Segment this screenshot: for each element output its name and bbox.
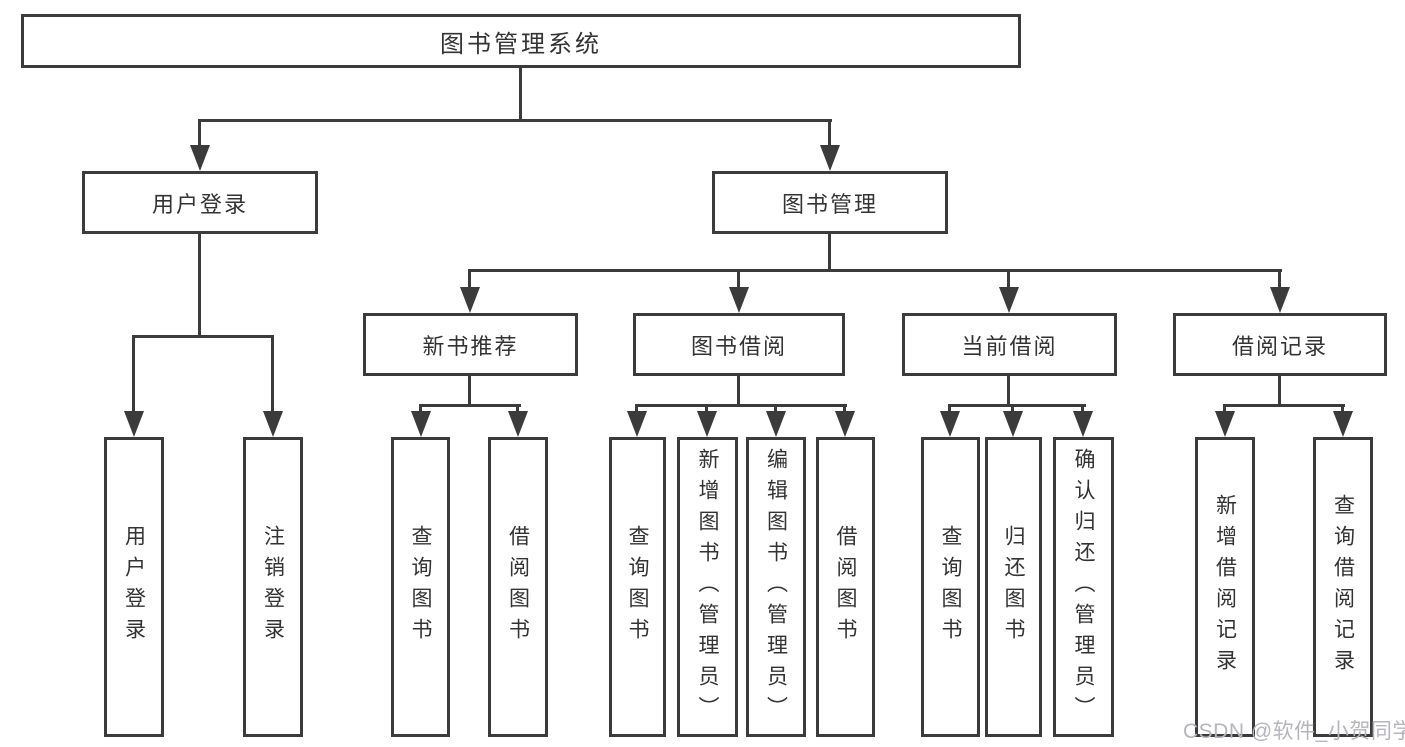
node-current-borrow: 当前借阅 — [902, 313, 1117, 376]
connector-to-leaf — [1011, 404, 1014, 413]
arrowhead-icon — [697, 411, 717, 437]
connector-to-leaf — [419, 404, 422, 413]
connector-to-leaf — [1081, 404, 1084, 413]
arrowhead-icon — [1003, 411, 1023, 437]
watermark: CSDN @软件_小贺同学 — [1183, 720, 1405, 743]
leaf-borrow-books: 借阅图书 — [816, 437, 875, 737]
node-book-borrow: 图书借阅 — [633, 313, 845, 376]
connector-borrow-records-stem — [1278, 376, 1281, 406]
connector-to-book-borrow — [737, 269, 740, 288]
arrowhead-icon — [1270, 287, 1290, 313]
arrowhead-icon — [263, 411, 283, 437]
arrowhead-icon — [1333, 411, 1353, 437]
connector-current-borrow-stem — [1007, 376, 1010, 406]
leaf-user-login: 用户登录 — [104, 437, 164, 737]
arrowhead-icon — [627, 411, 647, 437]
arrowhead-icon — [729, 287, 749, 313]
arrowhead-icon — [460, 287, 480, 313]
connector-book-management-hline — [468, 269, 1282, 272]
connector-to-leaf-user-login — [132, 335, 135, 412]
arrowhead-icon — [940, 411, 960, 437]
arrowhead-icon — [124, 411, 144, 437]
arrowhead-icon — [190, 145, 210, 171]
connector-to-leaf-logout — [271, 335, 274, 412]
connector-to-leaf — [843, 404, 846, 413]
connector-book-management-stem — [828, 234, 831, 271]
arrowhead-icon — [508, 411, 528, 437]
leaf-add-book-admin: 新增图书（管理员） — [677, 437, 738, 737]
connector-to-current-borrow — [1007, 269, 1010, 288]
arrowhead-icon — [835, 411, 855, 437]
connector-to-leaf — [705, 404, 708, 413]
connector-user-login-stem — [198, 234, 201, 337]
connector-to-leaf — [635, 404, 638, 413]
connector-to-new-book-recommend — [468, 269, 471, 288]
node-borrow-records: 借阅记录 — [1173, 313, 1387, 376]
connector-to-borrow-records — [1278, 269, 1281, 288]
leaf-borrow-books-recommend: 借阅图书 — [488, 437, 548, 737]
connector-book-borrow-stem — [737, 376, 740, 406]
connector-new-book-recommend-stem — [468, 376, 471, 406]
connector-root-stem — [519, 68, 522, 121]
arrowhead-icon — [766, 411, 786, 437]
arrowhead-icon — [411, 411, 431, 437]
arrowhead-icon — [999, 287, 1019, 313]
leaf-query-borrow-record: 查询借阅记录 — [1313, 437, 1373, 737]
connector-to-leaf — [1223, 404, 1226, 413]
leaf-logout: 注销登录 — [243, 437, 303, 737]
node-root: 图书管理系统 — [21, 14, 1021, 68]
leaf-query-books-recommend: 查询图书 — [391, 437, 450, 737]
leaf-edit-book-admin: 编辑图书（管理员） — [746, 437, 806, 737]
connector-current-borrow-hline — [948, 404, 1086, 407]
connector-root-to-user-login — [198, 119, 201, 147]
leaf-confirm-return-admin: 确认归还（管理员） — [1053, 437, 1114, 737]
connector-new-book-recommend-hline — [419, 404, 521, 407]
arrowhead-icon — [1215, 411, 1235, 437]
connector-to-leaf — [1341, 404, 1344, 413]
connector-to-leaf — [774, 404, 777, 413]
connector-root-hline — [198, 119, 832, 122]
connector-to-leaf — [948, 404, 951, 413]
connector-root-to-book-management — [828, 119, 831, 147]
connector-borrow-records-hline — [1223, 404, 1345, 407]
connector-to-leaf — [516, 404, 519, 413]
leaf-add-borrow-record: 新增借阅记录 — [1195, 437, 1255, 737]
arrowhead-icon — [820, 145, 840, 171]
leaf-return-book: 归还图书 — [985, 437, 1042, 737]
arrowhead-icon — [1073, 411, 1093, 437]
node-user-login: 用户登录 — [82, 171, 318, 234]
node-new-book-recommend: 新书推荐 — [363, 313, 578, 376]
node-book-management: 图书管理 — [712, 171, 948, 234]
leaf-query-books-borrow: 查询图书 — [609, 437, 666, 737]
connector-user-login-hline — [132, 335, 274, 338]
connector-book-borrow-hline — [635, 404, 847, 407]
leaf-query-books-current: 查询图书 — [921, 437, 980, 737]
